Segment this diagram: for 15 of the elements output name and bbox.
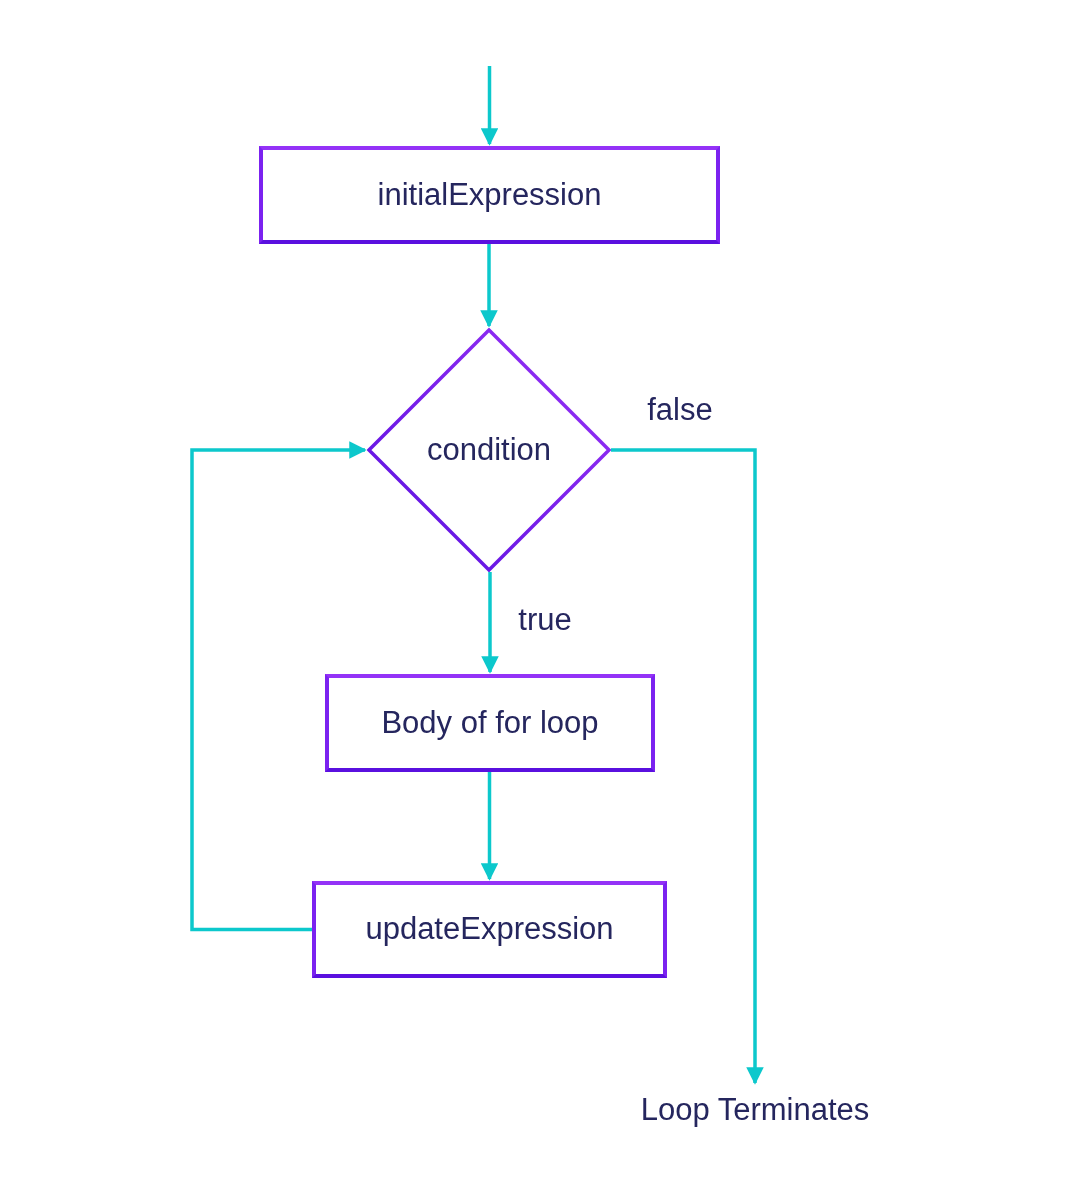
process-box	[325, 674, 655, 772]
node-label: updateExpression	[365, 910, 614, 949]
arrow	[481, 572, 499, 674]
decision-diamond	[367, 328, 611, 572]
node-label: condition	[426, 430, 552, 469]
node-label: initialExpression	[377, 175, 602, 214]
arrow	[480, 772, 499, 881]
arrow	[611, 448, 764, 1085]
node-label: Loop Terminates	[640, 1090, 870, 1129]
arrow	[480, 244, 498, 328]
arrow	[190, 441, 367, 932]
arrow	[480, 66, 499, 146]
node-label: Body of for loop	[381, 703, 599, 742]
process-box	[312, 881, 667, 978]
process-box	[259, 146, 720, 244]
